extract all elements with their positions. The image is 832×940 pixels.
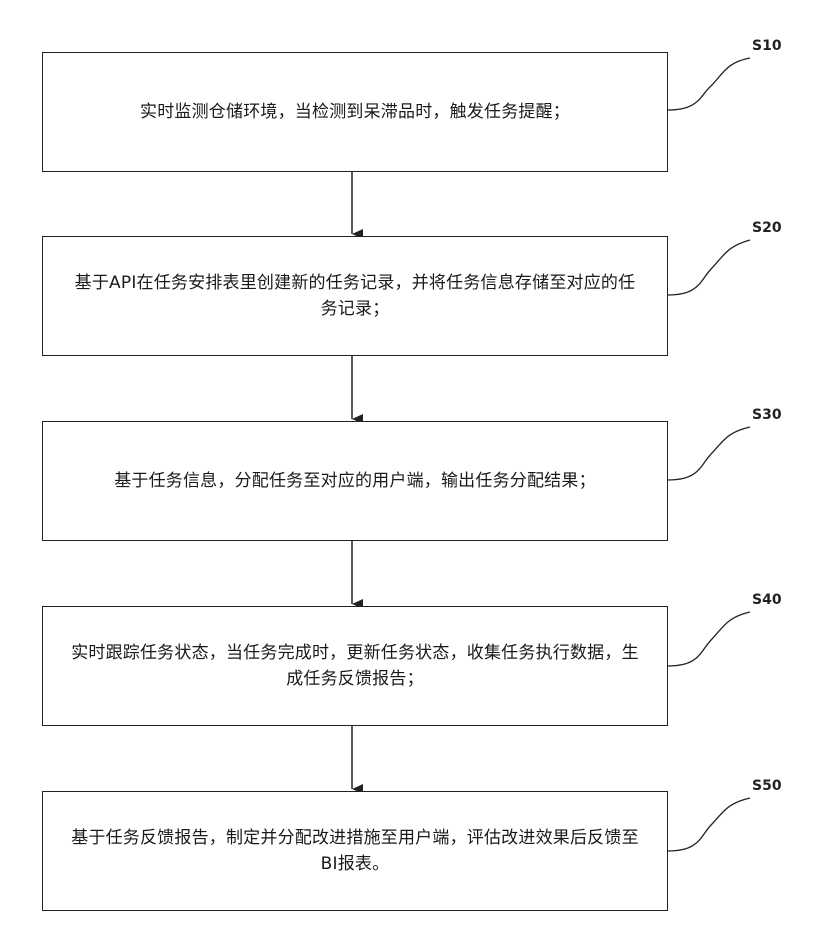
step-text-s40: 实时跟踪任务状态，当任务完成时，更新任务状态，收集任务执行数据，生成任务反馈报告… [67,640,643,692]
step-label-s30: S30 [752,407,782,423]
step-label-s50: S50 [752,778,782,794]
step-box-s20: 基于API在任务安排表里创建新的任务记录，并将任务信息存储至对应的任务记录； [42,236,668,356]
step-box-s10: 实时监测仓储环境，当检测到呆滞品时，触发任务提醒； [42,52,668,172]
leader-line-s10 [668,58,750,110]
step-text-s50: 基于任务反馈报告，制定并分配改进措施至用户端，评估改进效果后反馈至BI报表。 [67,825,643,877]
leader-line-s50 [668,798,750,851]
step-box-s50: 基于任务反馈报告，制定并分配改进措施至用户端，评估改进效果后反馈至BI报表。 [42,791,668,911]
step-text-s30: 基于任务信息，分配任务至对应的用户端，输出任务分配结果； [114,468,596,494]
step-box-s30: 基于任务信息，分配任务至对应的用户端，输出任务分配结果； [42,421,668,541]
step-label-s10: S10 [752,38,782,54]
leader-line-s30 [668,427,750,480]
step-box-s40: 实时跟踪任务状态，当任务完成时，更新任务状态，收集任务执行数据，生成任务反馈报告… [42,606,668,726]
step-label-s40: S40 [752,592,782,608]
leader-line-s20 [668,240,750,295]
step-text-s10: 实时监测仓储环境，当检测到呆滞品时，触发任务提醒； [140,99,570,125]
step-text-s20: 基于API在任务安排表里创建新的任务记录，并将任务信息存储至对应的任务记录； [67,270,643,322]
step-label-s20: S20 [752,220,782,236]
leader-line-s40 [668,612,750,666]
